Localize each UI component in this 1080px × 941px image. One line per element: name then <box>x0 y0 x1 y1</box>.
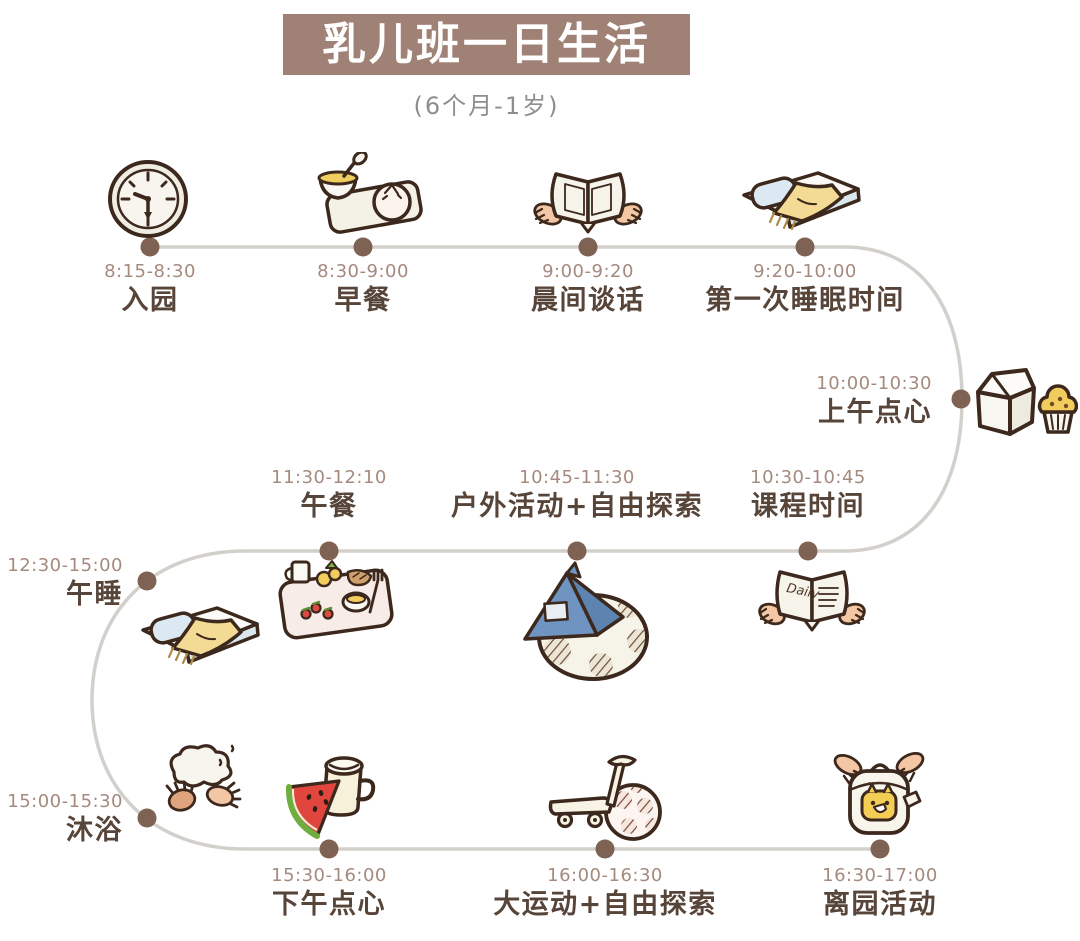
item-time: 8:15-8:30 <box>104 261 196 282</box>
timeline-item-first-sleep: 9:20-10:00 第一次睡眠时间 <box>705 260 905 318</box>
item-time: 15:30-16:00 <box>271 865 387 886</box>
timeline-item-outdoor-play: 10:45-11:30 户外活动+自由探索 <box>451 466 703 524</box>
timeline-item-morning-talk: 9:00-9:20 晨间谈话 <box>531 260 645 318</box>
timeline-dot <box>798 541 818 561</box>
item-label: 第一次睡眠时间 <box>705 285 905 316</box>
timeline-item-afternoon-snack: 15:30-16:00 下午点心 <box>271 864 387 922</box>
backpack-hands-icon <box>826 745 934 843</box>
item-label: 户外活动+自由探索 <box>450 491 704 522</box>
page-title: 乳儿班一日生活 <box>283 14 690 75</box>
timeline-item-morning-snack: 10:00-10:30 上午点心 <box>816 372 932 430</box>
item-label: 午睡 <box>66 579 123 610</box>
item-label: 午餐 <box>300 491 358 522</box>
timeline-dot <box>795 237 815 257</box>
item-time: 9:20-10:00 <box>753 261 857 282</box>
crib-bed-icon <box>738 155 864 235</box>
daily-newspaper-icon: Daily <box>752 562 872 644</box>
timeline-item-lesson-time: 10:30-10:45 课程时间 <box>750 466 866 524</box>
tent-soccer-ball-icon <box>505 555 653 683</box>
item-time: 16:30-17:00 <box>822 865 938 886</box>
timeline-item-bath: 15:00-15:30 沐浴 <box>7 790 123 848</box>
item-time: 10:30-10:45 <box>750 467 866 488</box>
item-label: 下午点心 <box>272 889 386 920</box>
milk-carton-muffin-icon <box>970 362 1078 440</box>
clock-icon <box>103 156 193 242</box>
item-label: 沐浴 <box>66 815 123 846</box>
timeline-dot <box>951 389 971 409</box>
item-time: 9:00-9:20 <box>542 261 634 282</box>
item-label: 晨间谈话 <box>531 285 645 316</box>
item-label: 课程时间 <box>751 491 865 522</box>
item-label: 大运动+自由探索 <box>493 889 717 920</box>
timeline-dot <box>578 237 598 257</box>
item-label: 早餐 <box>334 285 392 316</box>
breakfast-bowl-icon <box>300 152 426 238</box>
scooter-ball-icon <box>545 750 663 848</box>
timeline-item-lunch: 11:30-12:10 午餐 <box>271 466 387 524</box>
watermelon-cup-icon <box>275 745 393 847</box>
crib-bed-icon <box>132 590 268 670</box>
item-label: 上午点心 <box>818 397 932 428</box>
item-time: 15:00-15:30 <box>7 791 123 812</box>
timeline-item-arrival: 8:15-8:30 入园 <box>104 260 196 318</box>
lunch-tray-icon <box>272 556 400 646</box>
timeline-dot <box>353 237 373 257</box>
timeline-item-breakfast: 8:30-9:00 早餐 <box>317 260 409 318</box>
item-time: 12:30-15:00 <box>7 555 123 576</box>
item-time: 10:45-11:30 <box>519 467 635 488</box>
bath-foam-hands-icon <box>158 740 246 818</box>
item-time: 8:30-9:00 <box>317 261 409 282</box>
timeline-item-noon-nap: 12:30-15:00 午睡 <box>7 554 123 612</box>
item-label: 离园活动 <box>823 889 937 920</box>
age-range-subtitle: (6个月-1岁) <box>413 92 560 120</box>
timeline-dot <box>137 571 157 591</box>
newspaper-title-text: Daily <box>785 581 821 603</box>
item-time: 10:00-10:30 <box>816 373 932 394</box>
timeline-dot <box>137 808 157 828</box>
timeline-item-departure: 16:30-17:00 离园活动 <box>822 864 938 922</box>
open-book-hands-icon <box>522 162 654 240</box>
item-time: 16:00-16:30 <box>547 865 663 886</box>
timeline-item-gross-motor: 16:00-16:30 大运动+自由探索 <box>493 864 717 922</box>
item-label: 入园 <box>121 285 179 316</box>
item-time: 11:30-12:10 <box>271 467 387 488</box>
